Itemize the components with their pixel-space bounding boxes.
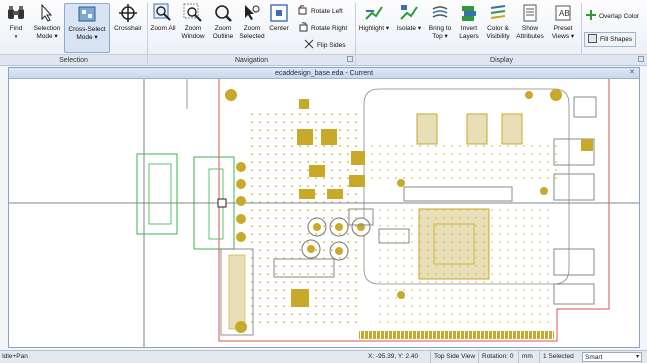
close-icon[interactable]: ✕: [629, 69, 635, 76]
crosshair-button[interactable]: Crosshair: [112, 3, 144, 33]
attributes-icon: [520, 3, 540, 23]
pcb-drawing: [9, 79, 639, 347]
show-attributes-button[interactable]: Show Attributes: [514, 3, 546, 41]
preset-views-label: Preset Views ▾: [551, 25, 575, 40]
isolate-icon: [399, 3, 419, 23]
zoom-window-button[interactable]: Zoom Window: [178, 3, 208, 41]
separator: [581, 3, 582, 65]
pcb-canvas[interactable]: [9, 79, 639, 347]
status-bar: Idle+Pan X: -95.39, Y: 2.40 Top Side Vie…: [0, 350, 647, 363]
select-mode-value: Smart: [585, 354, 603, 361]
rotate-left-label: Rotate Left: [311, 7, 343, 15]
group-label-navigation: Navigation: [148, 54, 355, 65]
center-label: Center: [269, 25, 289, 32]
rotate-left-button[interactable]: Rotate Left: [298, 5, 343, 17]
status-mode: Idle+Pan: [2, 353, 28, 360]
cross-select-icon: [77, 4, 97, 24]
flip-sides-icon: [304, 39, 314, 51]
cross-select-mode-label: Cross-Select Mode ▾: [68, 26, 106, 41]
status-rotation: Rotation: 0: [478, 351, 513, 363]
zoom-selected-label: Zoom Selected: [239, 25, 265, 40]
flip-sides-button[interactable]: Flip Sides: [304, 39, 346, 51]
rotate-left-icon: [298, 5, 308, 17]
preset-views-icon: AB: [553, 3, 573, 23]
show-attributes-label: Show Attributes: [516, 25, 544, 40]
crosshair-label: Crosshair: [114, 25, 142, 32]
fill-shapes-label: Fill Shapes: [600, 36, 633, 43]
rotate-right-button[interactable]: Rotate Right: [298, 22, 347, 34]
flip-sides-label: Flip Sides: [317, 41, 346, 49]
overlap-color-button[interactable]: Overlap Color: [586, 10, 639, 22]
preset-views-button[interactable]: AB Preset Views ▾: [548, 3, 578, 41]
zoom-outline-label: Zoom Outline: [212, 25, 234, 40]
color-visibility-label: Color & Visibility: [486, 25, 510, 40]
navigation-dialog-launcher-icon[interactable]: [347, 56, 353, 62]
zoom-window-icon: [183, 3, 203, 23]
binoculars-icon: [6, 3, 26, 23]
document-title-bar: ecaddesign_base.eda - Current ✕: [9, 68, 639, 79]
zoom-selected-icon: [242, 3, 262, 23]
crosshair-icon: [118, 3, 138, 23]
rotate-right-label: Rotate Right: [311, 24, 348, 32]
rotate-right-icon: [298, 22, 308, 34]
group-label-display: Display: [356, 54, 647, 65]
document-title: ecaddesign_base.eda - Current: [274, 70, 374, 77]
separator: [147, 3, 148, 65]
status-units: mm: [518, 351, 533, 363]
center-button[interactable]: Center: [267, 3, 291, 33]
invert-layers-button[interactable]: Invert Layers: [455, 3, 483, 41]
zoom-selected-button[interactable]: Zoom Selected: [238, 3, 266, 41]
cross-select-mode-button[interactable]: Cross-Select Mode ▾: [64, 3, 110, 53]
center-icon: [269, 3, 289, 23]
bring-to-top-button[interactable]: Bring to Top ▾: [426, 3, 454, 41]
zoom-window-label: Zoom Window: [181, 25, 205, 40]
ribbon-groups: Find ▾ Selection Mode ▾ Cross-Select Mod…: [0, 0, 647, 65]
display-dialog-launcher-icon[interactable]: [638, 56, 644, 62]
cursor-arrow-icon: [37, 3, 57, 23]
document-window: ecaddesign_base.eda - Current ✕: [8, 67, 640, 348]
overlap-color-icon: [586, 10, 596, 22]
overlap-color-label: Overlap Color: [599, 12, 640, 20]
ribbon-toolbar: Find ▾ Selection Mode ▾ Cross-Select Mod…: [0, 0, 647, 66]
invert-layers-icon: [459, 3, 479, 23]
zoom-all-icon: [153, 3, 173, 23]
find-button[interactable]: Find ▾: [3, 3, 29, 41]
highlight-icon: [364, 3, 384, 23]
zoom-outline-icon: [213, 3, 233, 23]
zoom-all-button[interactable]: Zoom All: [150, 3, 176, 33]
invert-layers-label: Invert Layers: [459, 25, 479, 40]
isolate-label: Isolate ▾: [396, 25, 422, 32]
selection-mode-button[interactable]: Selection Mode ▾: [32, 3, 62, 41]
status-selected-count: 1 Selected: [539, 351, 574, 363]
separator: [355, 3, 356, 65]
bring-to-top-label: Bring to Top ▾: [428, 25, 452, 40]
fill-shapes-button[interactable]: Fill Shapes: [584, 32, 637, 47]
fill-shapes-icon: [588, 34, 597, 45]
edge-connector: [359, 331, 554, 339]
color-visibility-icon: [488, 3, 508, 23]
svg-text:AB: AB: [559, 9, 570, 18]
select-mode-dropdown[interactable]: Smart: [582, 352, 642, 362]
status-view: Top Side View: [430, 351, 475, 363]
highlight-label: Highlight ▾: [358, 25, 390, 32]
find-label: Find: [9, 25, 23, 32]
isolate-button[interactable]: Isolate ▾: [394, 3, 424, 33]
selection-mode-label: Selection Mode ▾: [33, 25, 61, 40]
status-coordinates: X: -95.39, Y: 2.40: [368, 353, 419, 360]
highlight-button[interactable]: Highlight ▾: [358, 3, 390, 33]
layers-icon: [430, 3, 450, 23]
color-visibility-button[interactable]: Color & Visibility: [484, 3, 512, 41]
zoom-all-label: Zoom All: [150, 25, 176, 32]
zoom-outline-button[interactable]: Zoom Outline: [209, 3, 237, 41]
group-label-selection: Selection: [0, 54, 147, 65]
